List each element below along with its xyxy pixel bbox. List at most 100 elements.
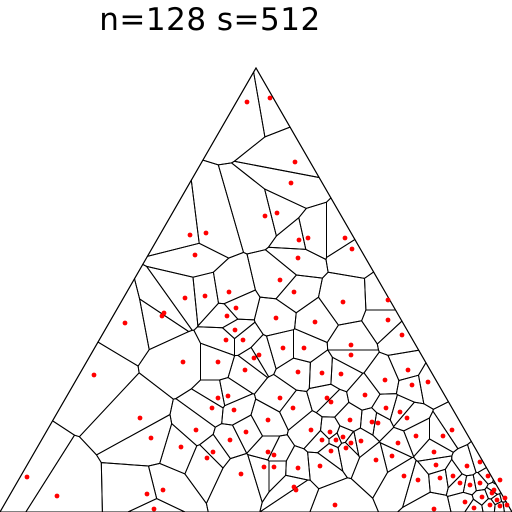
voronoi-cell <box>212 423 248 460</box>
site-point <box>327 429 333 435</box>
site-point <box>328 448 334 454</box>
site-point <box>349 246 355 252</box>
site-point <box>397 409 403 415</box>
voronoi-cell <box>237 346 270 379</box>
voronoi-cell <box>294 296 340 344</box>
voronoi-cell <box>246 453 270 504</box>
voronoi-cell <box>196 302 239 329</box>
site-point <box>437 475 443 481</box>
site-point <box>203 230 209 236</box>
site-point <box>295 255 301 261</box>
voronoi-cell <box>246 249 298 300</box>
voronoi-cell <box>259 474 310 512</box>
site-point <box>144 491 150 497</box>
site-point <box>265 449 271 455</box>
voronoi-cell <box>326 349 380 374</box>
site-point <box>277 277 283 283</box>
site-point <box>292 159 298 165</box>
site-point <box>389 453 395 459</box>
site-point <box>238 471 244 477</box>
voronoi-cell <box>253 373 298 413</box>
voronoi-cell <box>393 401 434 432</box>
voronoi-cell <box>389 394 416 428</box>
voronoi-cell <box>51 341 140 438</box>
voronoi-cell <box>502 500 512 512</box>
site-point <box>450 473 456 479</box>
site-point <box>267 95 273 101</box>
site-point <box>497 503 503 509</box>
site-point <box>160 487 166 493</box>
site-point <box>409 382 415 388</box>
site-point <box>301 345 307 351</box>
site-point <box>385 297 391 303</box>
site-point <box>227 437 233 443</box>
site-point <box>385 317 391 323</box>
site-point <box>308 427 314 433</box>
site-point <box>215 395 221 401</box>
site-point <box>295 465 301 471</box>
site-point <box>347 417 353 423</box>
voronoi-cell <box>298 201 327 261</box>
site-point <box>431 449 437 455</box>
voronoi-cell <box>159 422 198 475</box>
site-point <box>457 480 463 486</box>
voronoi-cell <box>306 383 341 414</box>
figure-title: n=128 s=512 <box>99 2 321 38</box>
site-point <box>373 457 379 463</box>
site-point <box>148 435 154 441</box>
voronoi-cell <box>223 289 261 321</box>
voronoi-cell <box>78 372 174 456</box>
site-point <box>232 327 238 333</box>
site-point <box>332 502 338 508</box>
voronoi-cell <box>353 427 380 459</box>
site-point <box>395 440 401 446</box>
site-point <box>251 355 257 361</box>
voronoi-cell <box>428 468 449 496</box>
voronoi-cell <box>219 376 254 407</box>
voronoi-cell <box>221 393 257 426</box>
site-point <box>204 455 210 461</box>
site-point <box>328 399 334 405</box>
site-point <box>24 474 30 480</box>
site-point <box>91 372 97 378</box>
site-point <box>464 463 470 469</box>
site-point <box>494 497 500 503</box>
site-point <box>271 452 277 458</box>
site-point <box>502 495 508 501</box>
site-point <box>317 463 323 469</box>
site-point <box>369 419 375 425</box>
site-point <box>277 395 283 401</box>
site-point <box>193 427 199 433</box>
site-point <box>209 405 215 411</box>
site-point <box>504 502 510 508</box>
site-point <box>431 506 437 512</box>
voronoi-cell <box>432 401 472 450</box>
voronoi-cell <box>466 440 488 473</box>
site-point <box>293 487 299 493</box>
voronoi-cell <box>169 398 216 447</box>
voronoi-cell <box>334 401 363 432</box>
site-point <box>224 313 230 319</box>
voronoi-cell <box>346 372 381 411</box>
voronoi-cell <box>445 473 468 498</box>
site-point <box>333 437 339 443</box>
voronoi-cell <box>212 251 256 305</box>
site-point <box>180 359 186 365</box>
voronoi-cell <box>227 354 269 395</box>
site-point <box>348 342 354 348</box>
site-point <box>477 459 483 465</box>
site-point <box>290 405 296 411</box>
site-point <box>340 434 346 440</box>
voronoi-cell <box>267 434 296 462</box>
site-point <box>348 352 354 358</box>
voronoi-cell <box>317 271 367 326</box>
site-point <box>122 320 128 326</box>
site-point <box>312 319 318 325</box>
site-point <box>256 352 262 358</box>
site-point <box>413 433 419 439</box>
voronoi-cell <box>379 441 414 474</box>
site-point <box>262 213 268 219</box>
site-point <box>401 473 407 479</box>
site-point <box>405 367 411 373</box>
